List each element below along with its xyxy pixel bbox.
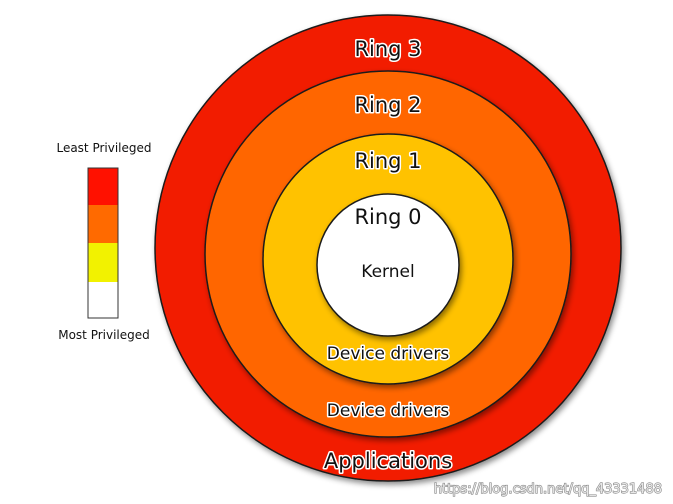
legend-swatch-ring-1: [88, 243, 118, 282]
ring-1-label: Ring 1: [354, 149, 421, 173]
ring-1-desc: Device drivers: [327, 344, 450, 364]
ring-2-desc: Device drivers: [327, 401, 450, 421]
rings-group: [154, 14, 622, 482]
legend-swatch-ring-2: [88, 205, 118, 243]
ring-3-desc: Applications: [324, 449, 452, 473]
legend-top-label: Least Privileged: [56, 141, 151, 155]
ring-0-circle: [316, 193, 460, 337]
legend-swatch-ring-0: [88, 282, 118, 318]
legend-bottom-label: Most Privileged: [58, 328, 150, 342]
legend-bar-outline: [87, 167, 119, 319]
watermark-url: https://blog.csdn.net/qq_43331488: [434, 482, 662, 497]
ring-3-label: Ring 3: [354, 37, 421, 61]
ring-0-label: Ring 0: [354, 205, 421, 229]
privilege-legend: Least Privileged Most Privileged: [56, 141, 151, 342]
ring-0-desc: Kernel: [361, 262, 414, 282]
ring-2-label: Ring 2: [354, 93, 421, 117]
legend-swatch-ring-3: [88, 168, 118, 205]
